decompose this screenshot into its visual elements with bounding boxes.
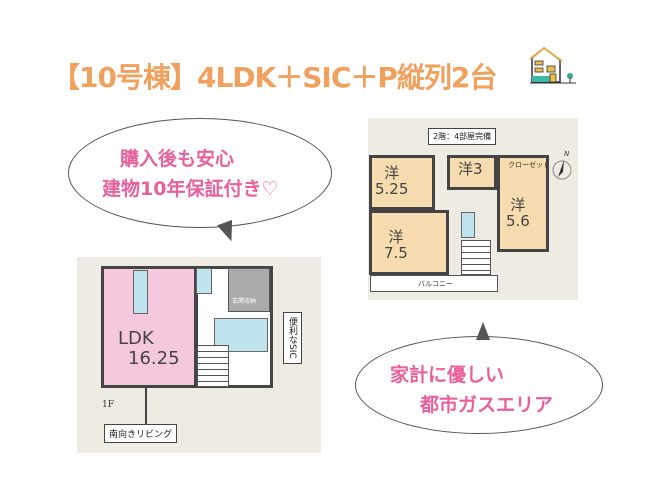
room-3-label: 洋3 [458,160,483,178]
sic-room [228,268,270,312]
balcony [370,275,498,292]
sic-callout: 便利なSIC [283,312,302,364]
room-5-6 [497,155,549,252]
toilet [196,268,212,294]
floor-label-1f: 1F [102,400,114,410]
bubble-tail [476,322,490,340]
warranty-line1: 購入後も安心 [120,148,235,170]
storage-label: 玄関収納 [232,298,257,305]
compass-north: N [564,150,570,158]
room-label: 洋 [384,164,400,182]
ldk-room [101,266,197,388]
page-title: 【10号棟】4LDK＋SIC＋P縦列2台 [52,61,497,94]
speech-bubble-gas [355,336,603,434]
room-label: 洋 [510,196,526,214]
ldk-label: LDK [118,328,154,349]
room-size: 7.5 [384,243,408,262]
compass-icon [550,155,574,181]
closet-label: クローゼット [508,161,550,169]
living-callout: 南向きリビング [104,424,178,443]
room-label: 洋 [388,228,404,246]
room-3 [447,155,497,190]
toilet-2f [461,212,475,238]
stairs-1f [197,345,229,387]
stairs-2f [461,240,491,275]
gas-line1: 家計に優しい [390,364,505,386]
speech-bubble-warranty [68,118,332,228]
room-5-25 [369,155,435,210]
room-7-5 [369,210,449,275]
balcony-label: バルコニー [418,280,453,288]
gas-line2: 都市ガスエリア [420,394,554,416]
warranty-line2: 建物10年保証付き♡ [102,178,279,200]
floor2-header: 2階：4部屋完備 [428,128,497,145]
ldk-size: 16.25 [128,348,180,369]
room-size: 5.25 [375,179,409,198]
kitchen-counter [133,270,148,314]
house-icon [529,46,576,86]
callout-line [145,388,147,424]
room-size: 5.6 [506,211,530,230]
